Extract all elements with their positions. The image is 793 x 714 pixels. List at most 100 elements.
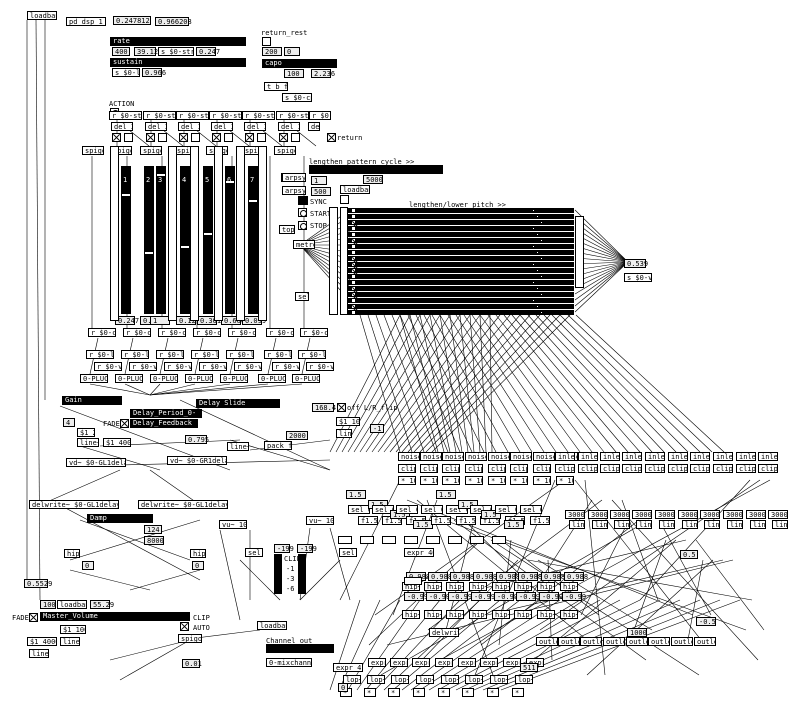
string-slider-0[interactable]: 1 <box>121 166 131 314</box>
seq-row-2[interactable] <box>348 220 574 225</box>
outlet-1[interactable]: outlet~ <box>558 637 580 646</box>
send-len-object[interactable]: s $0-len <box>112 68 140 77</box>
receive-len-6[interactable]: r $0-len <box>298 350 326 359</box>
times4-3[interactable]: * 4 <box>413 688 425 697</box>
sel-4[interactable]: sel 0 <box>446 505 468 514</box>
damp-number-8000[interactable]: 8000 <box>144 536 164 545</box>
gain-number[interactable]: 4 <box>63 418 75 427</box>
string-frame-5[interactable] <box>258 146 267 321</box>
dollar-msg[interactable]: $1 2 <box>77 428 95 437</box>
inlet-3[interactable]: inlet <box>622 452 642 461</box>
f-3[interactable]: f1.5 <box>431 516 451 525</box>
sustain-slider[interactable]: sustain <box>110 58 246 67</box>
seq-row-toggle-8[interactable] <box>351 256 356 261</box>
hip-number-left[interactable]: 0 <box>82 561 94 570</box>
seq-row-marker-13[interactable] <box>536 287 539 290</box>
line-r-2[interactable]: line <box>614 520 630 529</box>
del-object-0[interactable]: del 30 <box>111 122 133 131</box>
noise-array[interactable] <box>404 577 422 585</box>
noise-small-bar-2[interactable] <box>382 536 396 544</box>
rate-number-0247[interactable]: 0.247 <box>196 47 220 56</box>
hip-b-2[interactable]: hip~ <box>446 610 464 619</box>
master-loadbang[interactable]: loadbang <box>57 600 87 609</box>
receive-strm-6[interactable]: r $0-strm <box>309 111 331 120</box>
seq-row-13[interactable] <box>348 286 574 291</box>
string-frame-0[interactable] <box>110 146 119 321</box>
val099-1[interactable]: -0.99 <box>426 592 450 601</box>
lop-3[interactable]: lop~ <box>416 675 434 684</box>
seq-row-marker-0[interactable] <box>532 209 535 212</box>
clip-0[interactable]: clip~ <box>398 464 416 473</box>
noise-small-bar-6[interactable] <box>470 536 484 544</box>
seq-row-1[interactable] <box>348 214 574 219</box>
receive-cpo-4[interactable]: r $0-cpo <box>228 328 256 337</box>
voice-toggle-0[interactable] <box>112 133 121 142</box>
noise-6[interactable]: noise~ <box>533 452 555 461</box>
clip-5[interactable]: clip~ <box>510 464 528 473</box>
string-slider-knob-5[interactable] <box>226 180 234 183</box>
float-5[interactable]: 1.5 <box>458 500 478 509</box>
seq-row-toggle-3[interactable] <box>351 226 356 231</box>
float-7[interactable]: 1.5 <box>504 520 524 529</box>
clip-6[interactable]: clip~ <box>533 464 551 473</box>
capo-number-0[interactable]: 0 <box>284 47 300 56</box>
seq-row-toggle-12[interactable] <box>351 280 356 285</box>
delay-time-msg[interactable]: $1 4000 <box>103 438 131 447</box>
del-object-4[interactable]: del 30 <box>244 122 266 131</box>
delwrite-right-object[interactable]: delwrite~ $0-GL1delay 2000 <box>138 500 228 509</box>
times10-7[interactable]: * 10 <box>556 476 574 485</box>
seq-row-marker-12[interactable] <box>532 281 535 284</box>
hip-number-right[interactable]: 0 <box>192 561 204 570</box>
vu-left-object[interactable]: vu~ 100 <box>219 520 247 529</box>
f-4[interactable]: f1.5 <box>456 516 476 525</box>
lop-4[interactable]: lop~ <box>441 675 459 684</box>
hip-a-4[interactable]: hip~ <box>492 582 510 591</box>
times4-1[interactable]: * 4 <box>364 688 376 697</box>
gain-slider[interactable]: Gain <box>62 396 122 405</box>
seq-row-marker-9[interactable] <box>532 263 535 266</box>
expr4-1[interactable]: expr 4 <box>390 658 408 667</box>
receive-cpo-0[interactable]: r $0-cpo <box>88 328 116 337</box>
string-slider-5[interactable]: 6 <box>225 166 235 314</box>
vu-number-right[interactable]: -199 <box>297 544 317 553</box>
val-minus05[interactable]: -0.5 <box>696 617 716 626</box>
val3000-6[interactable]: 3000 <box>700 510 720 519</box>
val099-4[interactable]: -0.99 <box>494 592 518 601</box>
seq-row-toggle-1[interactable] <box>351 214 356 219</box>
seq-row-7[interactable] <box>348 250 574 255</box>
lop-7[interactable]: lop~ <box>515 675 533 684</box>
seq-row-toggle-9[interactable] <box>351 262 356 267</box>
receive-vel-6[interactable]: r $0-vel <box>306 362 334 371</box>
sel-1-right[interactable]: sel 1 <box>339 548 357 557</box>
pluck-0[interactable]: 0-PLUCK <box>80 374 108 383</box>
times10-4[interactable]: * 10 <box>488 476 506 485</box>
send-cpo-object[interactable]: s $0-cpo <box>282 93 312 102</box>
lop-6[interactable]: lop~ <box>490 675 508 684</box>
vu-right-object[interactable]: vu~ 100 <box>306 516 334 525</box>
pack-object[interactable]: pack f f <box>264 441 292 450</box>
seq-row-5[interactable] <box>348 238 574 243</box>
receive-strm-1[interactable]: r $0-strm <box>143 111 176 120</box>
seq-side-column[interactable] <box>575 216 584 288</box>
expr4-4[interactable]: expr 4 <box>458 658 476 667</box>
seq-row-toggle-2[interactable] <box>351 220 356 225</box>
delay-slide-number[interactable]: 168.4 <box>312 403 336 412</box>
receive-len-3[interactable]: r $0-len <box>191 350 219 359</box>
seq-row-toggle-7[interactable] <box>351 250 356 255</box>
seq-row-marker-15[interactable] <box>532 299 535 302</box>
seq-row-marker-17[interactable] <box>540 311 543 314</box>
seq-row-marker-2[interactable] <box>540 221 543 224</box>
val099-5[interactable]: -0.99 <box>516 592 540 601</box>
pluck-2[interactable]: 0-PLUCK <box>150 374 178 383</box>
val3000-5[interactable]: 3000 <box>678 510 698 519</box>
outlet-5[interactable]: outlet~ <box>648 637 670 646</box>
delay-feedback-slider[interactable]: Delay_Feedback <box>130 419 198 428</box>
receive-cpo-1[interactable]: r $0-cpo <box>123 328 151 337</box>
receive-vel-4[interactable]: r $0-vel <box>234 362 262 371</box>
receive-len-5[interactable]: r $0-len <box>264 350 292 359</box>
outlet-3[interactable]: outlet~ <box>603 637 625 646</box>
clip-r-0[interactable]: clip~ <box>555 464 575 473</box>
noise-5[interactable]: noise~ <box>510 452 532 461</box>
arpsyn-object-b[interactable]: arpsyn <box>282 186 306 195</box>
voice-toggle-5[interactable] <box>279 133 288 142</box>
